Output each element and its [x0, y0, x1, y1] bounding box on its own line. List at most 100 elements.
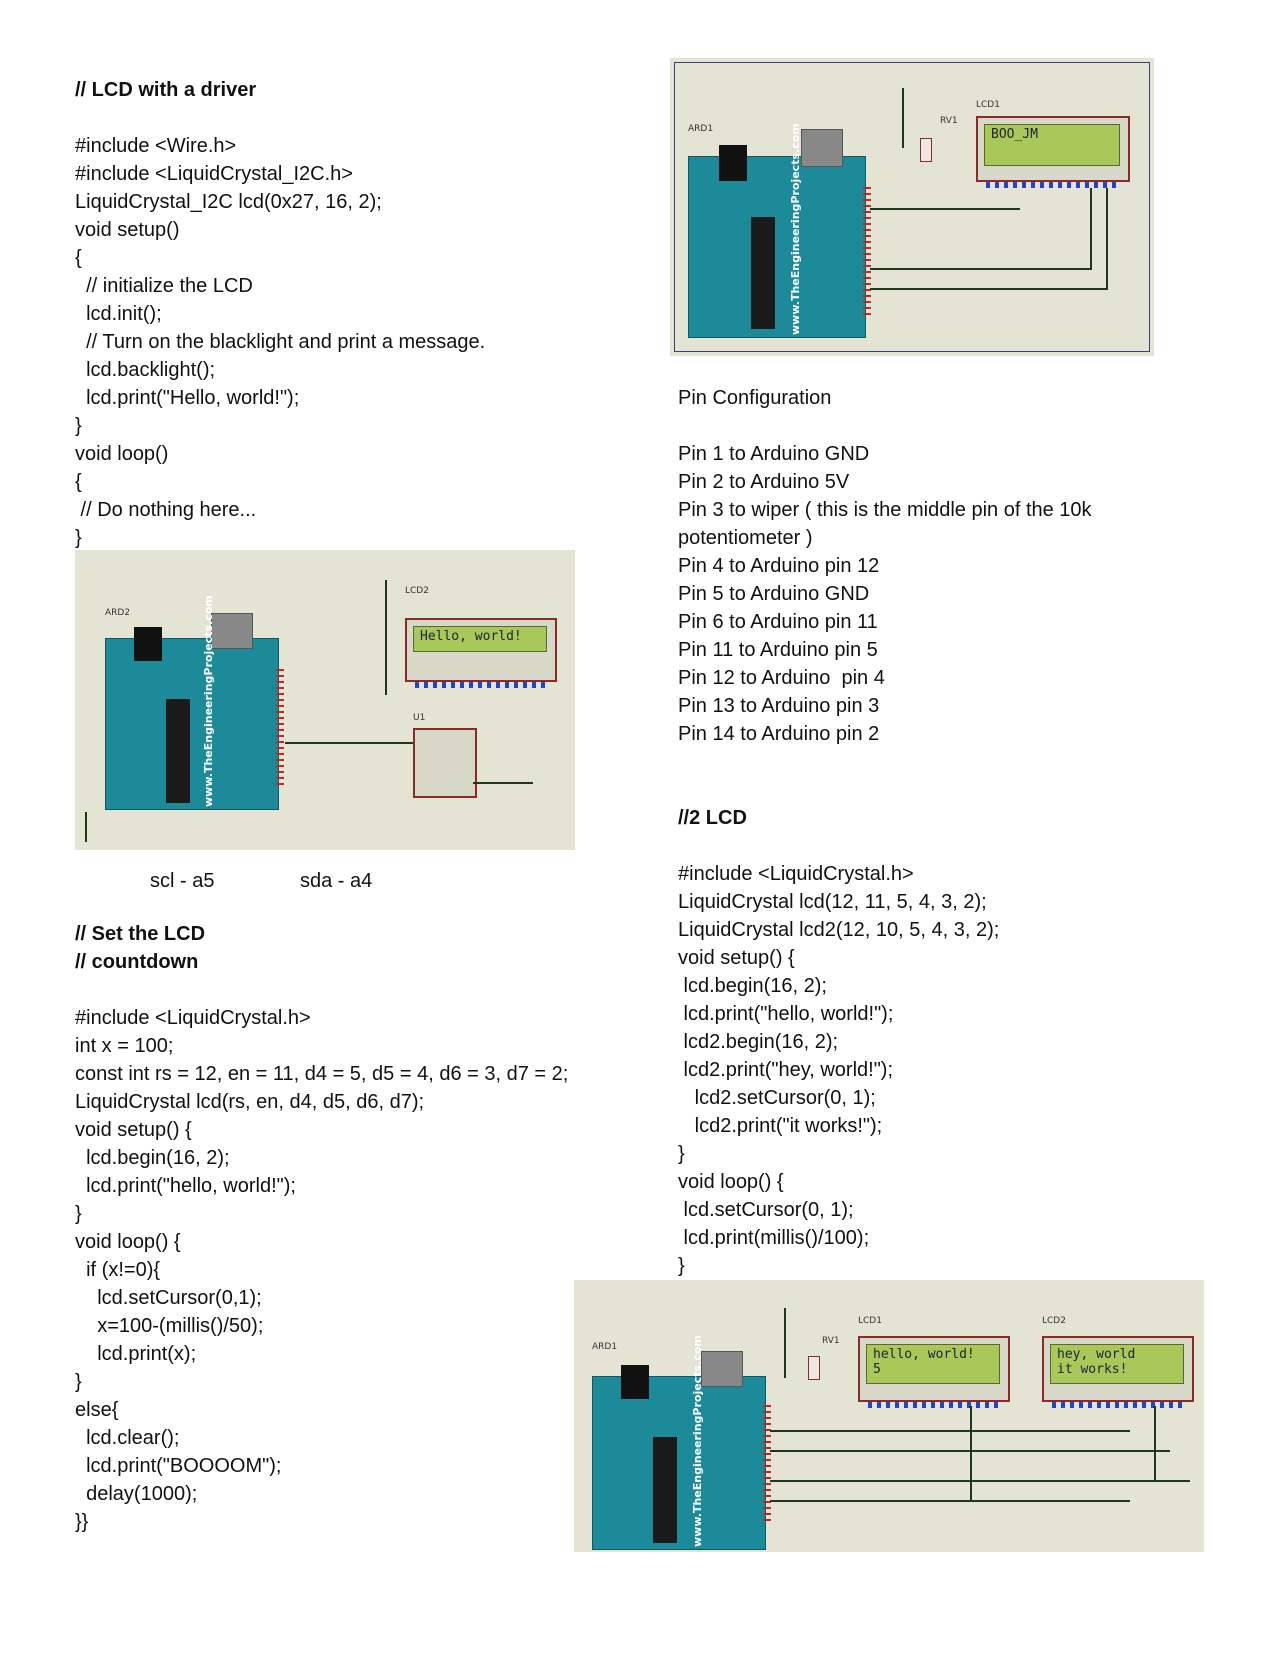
code-line: #include <LiquidCrystal_I2C.h> [75, 163, 353, 185]
code-line: lcd.begin(16, 2); [75, 1147, 230, 1169]
code-line: } [75, 415, 82, 437]
driver-label: U1 [413, 713, 426, 723]
microcontroller-chip [751, 217, 775, 329]
code-line: // countdown [75, 951, 199, 973]
lcd1-line2: 5 [873, 1362, 881, 1377]
code-line: #include <LiquidCrystal.h> [678, 863, 914, 885]
wire [870, 268, 1090, 270]
digital-pin-header [863, 187, 871, 317]
code-line: LiquidCrystal lcd(rs, en, d4, d5, d6, d7… [75, 1091, 425, 1113]
blank-line [678, 832, 1238, 860]
wire [1090, 188, 1092, 270]
lcd-screen: BOO_JM [984, 124, 1120, 166]
code-line: } [75, 1371, 82, 1393]
two-lcd-code: //2 LCD#include <LiquidCrystal.h>LiquidC… [678, 804, 1238, 1280]
code-line: // Turn on the blacklight and print a me… [75, 331, 486, 353]
wire [770, 1500, 1130, 1502]
code-line: lcd.begin(16, 2); [678, 975, 827, 997]
code-line: else{ [75, 1399, 119, 1421]
code-line: lcd.init(); [75, 303, 162, 325]
code-line: Pin 11 to Arduino pin 5 [678, 639, 878, 661]
power-jack [719, 145, 747, 181]
lcd1-pins [868, 1402, 1000, 1408]
code-line: // Do nothing here... [75, 499, 257, 521]
microcontroller-chip [166, 699, 190, 803]
i2c-lcd-schematic: ARD2 www.TheEngineeringProjects.com LCD2… [75, 550, 575, 850]
code-line: Pin 14 to Arduino pin 2 [678, 723, 880, 745]
wire [770, 1430, 1130, 1432]
microcontroller-chip [653, 1437, 677, 1543]
code-line: } [75, 527, 82, 549]
arduino-label: ARD1 [688, 124, 714, 134]
code-line: #include <LiquidCrystal.h> [75, 1007, 311, 1029]
code-line: lcd.setCursor(0,1); [75, 1287, 262, 1309]
site-watermark: www.TheEngineeringProjects.com [691, 1335, 704, 1547]
code-line: Pin 2 to Arduino 5V [678, 471, 850, 493]
wire [770, 1480, 1190, 1482]
code-line: void setup() [75, 219, 180, 241]
code-line: Pin 13 to Arduino pin 3 [678, 695, 880, 717]
code-line: lcd2.begin(16, 2); [678, 1031, 839, 1053]
code-line: #include <Wire.h> [75, 135, 237, 157]
code-line: }} [75, 1511, 89, 1533]
arduino-label: ARD2 [105, 608, 131, 618]
code-line: // initialize the LCD [75, 275, 253, 297]
lcd-label: LCD2 [405, 586, 429, 596]
code-line: void loop() { [75, 1231, 181, 1253]
lcd1-line1: hello, world! [873, 1347, 975, 1362]
code-line: } [678, 1143, 685, 1165]
potentiometer [920, 138, 932, 162]
lcd-wiring-schematic: ARD1 www.TheEngineeringProjects.com RV1 … [670, 58, 1154, 356]
potentiometer [808, 1356, 820, 1380]
code-line: lcd.print("hello, world!"); [75, 1175, 296, 1197]
wire [1154, 1406, 1156, 1482]
usb-port [701, 1351, 743, 1387]
code-line: lcd.clear(); [75, 1427, 180, 1449]
power-jack [134, 627, 162, 661]
code-line: LiquidCrystal_I2C lcd(0x27, 16, 2); [75, 191, 382, 213]
code-line: int x = 100; [75, 1035, 174, 1057]
code-line: delay(1000); [75, 1483, 198, 1505]
code-line: // Set the LCD [75, 923, 206, 945]
code-line: Pin 5 to Arduino GND [678, 583, 870, 605]
code-line: Pin Configuration [678, 387, 832, 409]
code-line: x=100-(millis()/50); [75, 1315, 264, 1337]
lcd2-line2: it works! [1057, 1362, 1128, 1377]
lcd-module: Hello, world! [405, 618, 557, 688]
arduino-board: www.TheEngineeringProjects.com [592, 1335, 771, 1550]
code-line: lcd2.print("it works!"); [678, 1115, 883, 1137]
lcd-label: LCD1 [976, 100, 1000, 110]
arduino-label: ARD1 [592, 1342, 618, 1352]
i2c-driver-chip [413, 728, 477, 798]
lcd1-screen: hello, world!5 [866, 1344, 1000, 1384]
site-watermark: www.TheEngineeringProjects.com [789, 123, 802, 335]
code-line: lcd.backlight(); [75, 359, 216, 381]
code-line: lcd2.setCursor(0, 1); [678, 1087, 876, 1109]
code-line: lcd.print("Hello, world!"); [75, 387, 300, 409]
code-line: lcd.print("hello, world!"); [678, 1003, 894, 1025]
wire [870, 288, 1106, 290]
digital-pin-header [276, 669, 284, 789]
code-line: Pin 6 to Arduino pin 11 [678, 611, 878, 633]
i2c-lcd-code: // LCD with a driver#include <Wire.h>#in… [75, 76, 635, 552]
lcd-pins [986, 182, 1120, 188]
wire [970, 1406, 972, 1502]
code-line: Pin 12 to Arduino pin 4 [678, 667, 885, 689]
sda-caption: sda - a4 [300, 870, 373, 892]
wire [85, 812, 87, 842]
code-line: void setup() { [75, 1119, 192, 1141]
code-line: lcd.print("BOOOOM"); [75, 1455, 282, 1477]
lcd2-label: LCD2 [1042, 1316, 1066, 1326]
arduino-board: www.TheEngineeringProjects.com [688, 123, 871, 338]
schematic-frame [674, 62, 1150, 352]
wire [1106, 188, 1108, 290]
code-line: lcd.setCursor(0, 1); [678, 1199, 854, 1221]
wire [385, 580, 387, 695]
code-line: Pin 1 to Arduino GND [678, 443, 870, 465]
lcd2-line1: hey, world [1057, 1347, 1136, 1362]
pot-label: RV1 [940, 116, 958, 126]
code-line: } [678, 1255, 685, 1277]
code-line: void loop() { [678, 1171, 784, 1193]
